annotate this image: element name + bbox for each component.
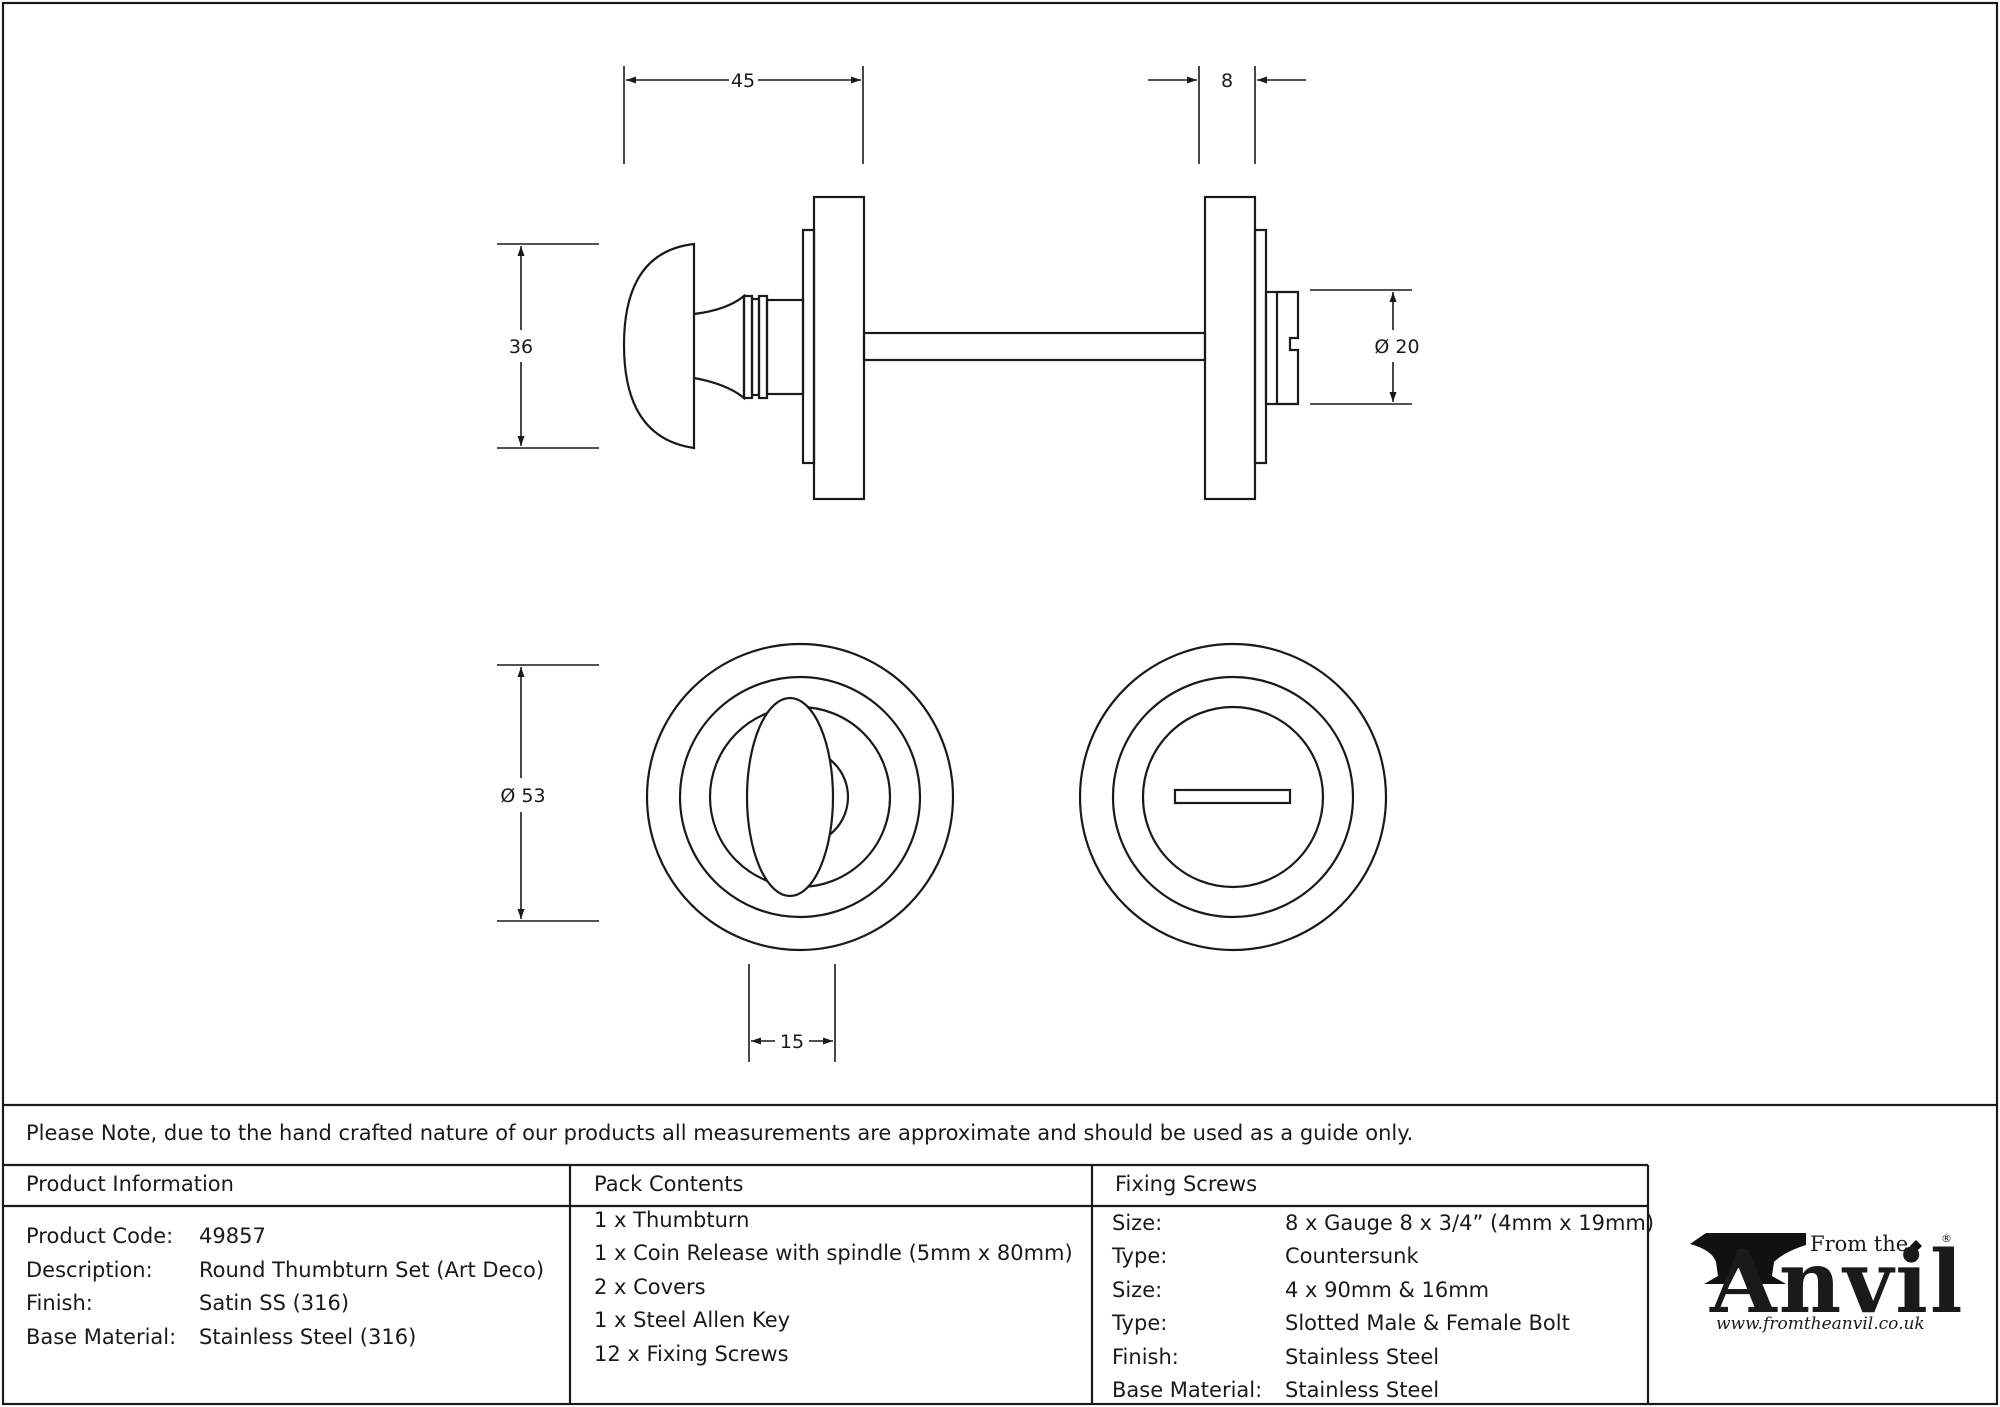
bolt-size-value: 4 x 90mm & 16mm [1285, 1278, 1490, 1302]
dim-rose-depth: 8 [1221, 70, 1233, 92]
base-material-value: Stainless Steel (316) [199, 1325, 417, 1349]
dimension-lines [497, 66, 1412, 1062]
thumbturn-neck [693, 293, 746, 401]
side-elevation [622, 195, 1300, 501]
dim-rose-diameter: Ø 53 [500, 785, 545, 807]
product-code-value: 49857 [199, 1224, 266, 1248]
pack-item: 12 x Fixing Screws [594, 1342, 789, 1366]
dim-knob-height: 36 [509, 336, 533, 358]
bolt-size-label: Size: [1112, 1278, 1163, 1302]
anvil-logo-diamond [1910, 1240, 1922, 1252]
finish-label: Finish: [26, 1291, 93, 1315]
pack-item: 2 x Covers [594, 1275, 706, 1299]
pack-item: 1 x Steel Allen Key [594, 1308, 791, 1332]
logo-from-the: From the [1810, 1232, 1909, 1256]
dimension-labels: 45 8 36 Ø 20 Ø 53 15 [500, 70, 1419, 1053]
logo-anvil-wordmark: Anvil [1710, 1232, 1965, 1333]
pack-contents-heading: Pack Contents [594, 1172, 744, 1196]
dim-bolt-diameter: Ø 20 [1374, 336, 1419, 358]
screw-base-material-label: Base Material: [1112, 1378, 1263, 1402]
product-information-heading: Product Information [26, 1172, 234, 1196]
screw-finish-label: Finish: [1112, 1345, 1179, 1369]
bolt-type-value: Slotted Male & Female Bolt [1285, 1311, 1570, 1335]
screw-size-value: 8 x Gauge 8 x 3/4” (4mm x 19mm) [1285, 1211, 1655, 1235]
spindle [862, 331, 1207, 362]
screw-base-material-value: Stainless Steel [1285, 1378, 1440, 1402]
description-label: Description: [26, 1258, 153, 1282]
pack-item: 1 x Thumbturn [594, 1208, 750, 1232]
thumbturn-grip [745, 696, 835, 898]
logo-registered-mark: ® [1941, 1232, 1952, 1245]
screw-type-value: Countersunk [1285, 1244, 1419, 1268]
screw-finish-value: Stainless Steel [1285, 1345, 1440, 1369]
thumbturn-hub [765, 298, 805, 396]
anvil-logo-icon [1690, 1233, 1806, 1284]
fixing-screws-heading: Fixing Screws [1115, 1172, 1258, 1196]
coin-release-bolt [1264, 290, 1279, 406]
description-value: Round Thumbturn Set (Art Deco) [199, 1258, 545, 1282]
front-view-coin-release [1078, 642, 1388, 952]
thumbturn-dome [622, 242, 696, 450]
dim-knob-width: 15 [780, 1031, 804, 1053]
screw-size-label: Size: [1112, 1211, 1163, 1235]
dim-knob-length: 45 [731, 70, 755, 92]
logo-website-url: www.fromtheanvil.co.uk [1716, 1314, 1925, 1334]
left-rose-flange [801, 228, 816, 465]
screw-type-label: Type: [1112, 1244, 1168, 1268]
coin-slot [1173, 788, 1292, 805]
finish-value: Satin SS (316) [199, 1291, 350, 1315]
right-rose [1203, 195, 1257, 501]
product-code-label: Product Code: [26, 1224, 174, 1248]
left-rose [812, 195, 866, 501]
front-view-thumbturn [645, 642, 955, 952]
pack-item: 1 x Coin Release with spindle (5mm x 80m… [594, 1241, 1073, 1265]
right-rose-flange [1253, 228, 1268, 465]
base-material-label: Base Material: [26, 1325, 177, 1349]
bolt-type-label: Type: [1112, 1311, 1168, 1335]
disclaimer-note: Please Note, due to the hand crafted nat… [26, 1121, 1414, 1145]
